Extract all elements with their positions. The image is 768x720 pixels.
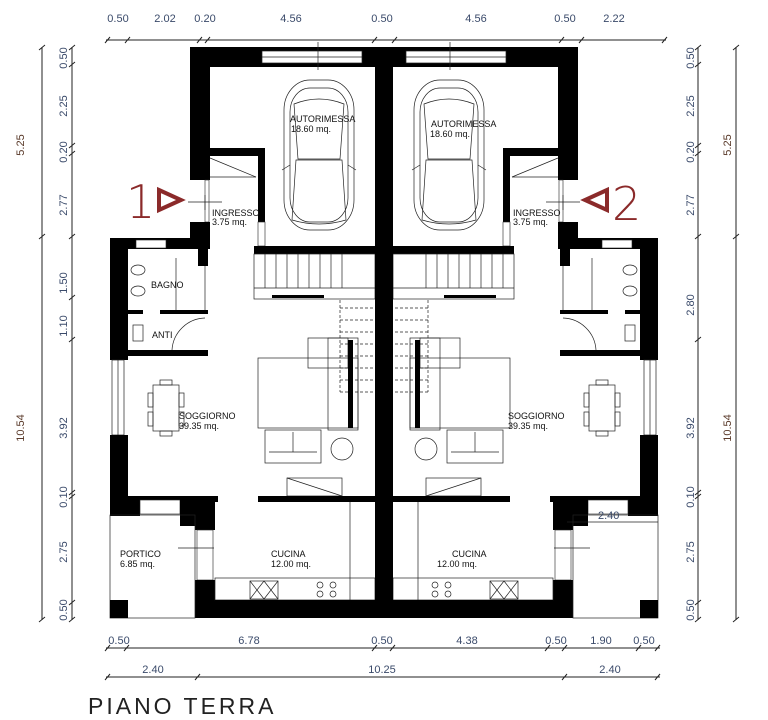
dim-top: 4.56 [465, 13, 486, 25]
room-area: 39.35 mq. [179, 421, 219, 431]
room-area: 3.75 mq. [513, 217, 548, 227]
dim-top: 0.50 [371, 13, 392, 25]
dim-right: 0.10 [685, 486, 697, 507]
dim-portico-right: 2.40 [598, 510, 619, 522]
dimension-lines [38, 36, 740, 681]
room-labels-right: AUTORIMESSA 18.60 mq. INGRESSO 3.75 mq. … [430, 119, 619, 569]
room-area: 3.75 mq. [212, 217, 247, 227]
bottom-dimensions: 0.50 6.78 0.50 4.38 0.50 1.90 0.50 2.40 … [108, 635, 654, 676]
section-marker-2: 2 [580, 177, 641, 231]
room-area: 18.60 mq. [430, 129, 470, 139]
room-name: SOGGIORNO [508, 411, 565, 421]
dim-left: 1.10 [58, 315, 70, 336]
dim-left: 0.50 [58, 47, 70, 68]
drawing-title: PIANO TERRA [88, 693, 277, 719]
dim-right: 2.80 [685, 294, 697, 315]
dim-bottom: 1.90 [590, 635, 611, 647]
dim-right: 0.50 [685, 599, 697, 620]
dim-bottom: 6.78 [238, 635, 259, 647]
dim-left-outer: 10.54 [15, 414, 27, 442]
room-name: SOGGIORNO [179, 411, 236, 421]
dim-bottom: 0.50 [108, 635, 129, 647]
dim-left: 2.77 [58, 194, 70, 215]
dim-left: 0.50 [58, 599, 70, 620]
room-labels-left: AUTORIMESSA 18.60 mq. INGRESSO 3.75 mq. … [120, 114, 355, 569]
dim-right: 3.92 [685, 417, 697, 438]
dim-bottom: 0.50 [633, 635, 654, 647]
top-dimensions: 0.50 2.02 0.20 4.56 0.50 4.56 0.50 2.22 [107, 13, 624, 25]
dim-top: 2.22 [603, 13, 624, 25]
left-dimensions: 0.50 2.25 0.20 2.77 1.50 1.10 3.92 0.10 … [15, 47, 70, 620]
room-name: INGRESSO [513, 208, 561, 218]
dim-left: 3.92 [58, 417, 70, 438]
party-wall [375, 47, 393, 618]
dim-left: 2.25 [58, 95, 70, 116]
room-area: 6.85 mq. [120, 559, 155, 569]
right-dimensions: 0.50 2.25 0.20 2.77 2.80 3.92 0.10 2.75 … [685, 47, 734, 620]
room-name: CUCINA [452, 549, 487, 559]
dim-right: 0.20 [685, 141, 697, 162]
room-area: 18.60 mq. [291, 124, 331, 134]
dim-left: 1.50 [58, 272, 70, 293]
room-name: BAGNO [151, 280, 184, 290]
dim-right: 2.77 [685, 194, 697, 215]
dim-right: 2.25 [685, 95, 697, 116]
dim-bottom: 0.50 [545, 635, 566, 647]
room-name: AUTORIMESSA [290, 114, 355, 124]
dim-left: 2.75 [58, 541, 70, 562]
dim-bottom: 2.40 [599, 664, 620, 676]
room-area: 39.35 mq. [508, 421, 548, 431]
dim-right-outer: 10.54 [722, 414, 734, 442]
section-marker-1: 1 [126, 175, 186, 229]
dim-top: 2.02 [154, 13, 175, 25]
dim-left-outer: 5.25 [15, 134, 27, 155]
left-unit-walls [109, 41, 376, 619]
dim-top: 0.50 [554, 13, 575, 25]
dim-right: 0.50 [685, 47, 697, 68]
dim-left: 0.20 [58, 141, 70, 162]
room-name: INGRESSO [212, 208, 260, 218]
dim-bottom: 10.25 [368, 664, 396, 676]
svg-text:2: 2 [612, 177, 641, 231]
dim-right: 2.75 [685, 541, 697, 562]
room-name: ANTI [152, 330, 173, 340]
svg-text:1: 1 [126, 175, 155, 229]
dim-top: 4.56 [280, 13, 301, 25]
room-area: 12.00 mq. [271, 559, 311, 569]
dim-top: 0.20 [194, 13, 215, 25]
section-arrow-icon [157, 186, 186, 214]
section-arrow-icon [580, 186, 609, 214]
dim-left: 0.10 [58, 486, 70, 507]
room-area: 12.00 mq. [437, 559, 477, 569]
dim-bottom: 4.38 [456, 635, 477, 647]
room-name: AUTORIMESSA [431, 119, 496, 129]
room-name: CUCINA [271, 549, 306, 559]
dim-bottom: 2.40 [142, 664, 163, 676]
dim-right-outer: 5.25 [722, 134, 734, 155]
room-name: PORTICO [120, 549, 161, 559]
dim-top: 0.50 [107, 13, 128, 25]
dim-bottom: 0.50 [371, 635, 392, 647]
